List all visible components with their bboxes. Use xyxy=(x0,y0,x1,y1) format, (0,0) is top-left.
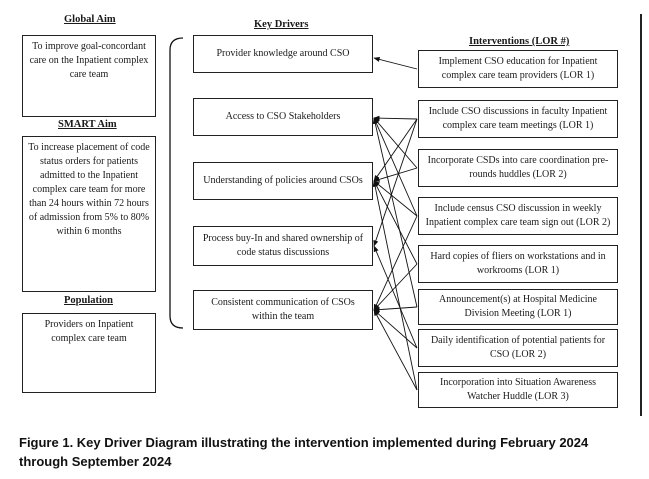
population-heading: Population xyxy=(64,295,114,306)
driver-label: Provider knowledge around CSO xyxy=(216,48,350,59)
intervention-box-4: Include census CSO discussion in weekly … xyxy=(418,197,618,235)
key-drivers-heading: Key Drivers xyxy=(254,19,309,30)
intervention-label: Include CSO discussions in faculty Inpat… xyxy=(428,106,608,131)
intervention-label: Daily identification of potential patien… xyxy=(430,335,606,360)
right-divider xyxy=(640,14,642,416)
connector-arrow xyxy=(373,117,418,169)
intervention-label: Announcement(s) at Hospital Medicine Div… xyxy=(438,294,597,319)
driver-box-2: Access to CSO Stakeholders xyxy=(193,98,373,136)
smart-aim-text: To increase placement of code status ord… xyxy=(28,142,150,237)
connector-arrow xyxy=(373,117,418,217)
driver-box-4: Process buy-In and shared ownership of c… xyxy=(193,226,373,266)
driver-box-5: Consistent communication of CSOs within … xyxy=(193,290,373,330)
intervention-box-6: Announcement(s) at Hospital Medicine Div… xyxy=(418,289,618,325)
interventions-heading: Interventions (LOR #) xyxy=(469,36,570,47)
global-aim-heading: Global Aim xyxy=(64,14,116,25)
intervention-box-5: Hard copies of fliers on workstations an… xyxy=(418,245,618,283)
driver-label: Consistent communication of CSOs within … xyxy=(211,297,355,322)
driver-label: Process buy-In and shared ownership of c… xyxy=(202,233,364,258)
intervention-box-7: Daily identification of potential patien… xyxy=(418,329,618,367)
population-text: Providers on Inpatient complex care team xyxy=(44,319,134,344)
bracket xyxy=(169,37,184,329)
connector-arrow xyxy=(373,309,418,349)
intervention-label: Implement CSO education for Inpatient co… xyxy=(438,56,598,81)
intervention-label: Incorporation into Situation Awareness W… xyxy=(440,377,596,402)
connector-arrow xyxy=(373,115,418,121)
intervention-box-8: Incorporation into Situation Awareness W… xyxy=(418,372,618,408)
figure-caption: Figure 1. Key Driver Diagram illustratin… xyxy=(19,435,589,469)
driver-label: Access to CSO Stakeholders xyxy=(225,111,341,122)
connector-arrow xyxy=(373,56,418,70)
smart-aim-box: To increase placement of code status ord… xyxy=(22,136,156,292)
global-aim-text: To improve goal-concordant care on the I… xyxy=(29,41,149,80)
connector-arrow xyxy=(372,180,418,391)
smart-aim-heading: SMART Aim xyxy=(58,119,117,130)
connector-arrow xyxy=(372,117,418,308)
driver-label: Understanding of policies around CSOs xyxy=(203,175,363,186)
connector-arrow xyxy=(373,245,418,349)
intervention-label: Hard copies of fliers on workstations an… xyxy=(430,251,606,276)
connector-arrow xyxy=(373,167,418,182)
intervention-box-2: Include CSO discussions in faculty Inpat… xyxy=(418,100,618,138)
intervention-box-1: Implement CSO education for Inpatient co… xyxy=(418,50,618,88)
population-box: Providers on Inpatient complex care team xyxy=(22,313,156,393)
intervention-box-3: Incorporate CSDs into care coordination … xyxy=(418,149,618,187)
connector-arrow xyxy=(373,306,418,313)
connector-arrow xyxy=(373,180,418,265)
intervention-label: Incorporate CSDs into care coordination … xyxy=(427,155,609,180)
intervention-label: Include census CSO discussion in weekly … xyxy=(425,203,611,228)
global-aim-box: To improve goal-concordant care on the I… xyxy=(22,35,156,117)
connector-arrow xyxy=(373,215,418,311)
connector-arrow xyxy=(373,118,418,182)
driver-box-3: Understanding of policies around CSOs xyxy=(193,162,373,200)
connector-arrow xyxy=(373,309,418,391)
connector-arrow xyxy=(373,180,418,217)
driver-box-1: Provider knowledge around CSO xyxy=(193,35,373,73)
connector-arrow xyxy=(373,118,418,247)
